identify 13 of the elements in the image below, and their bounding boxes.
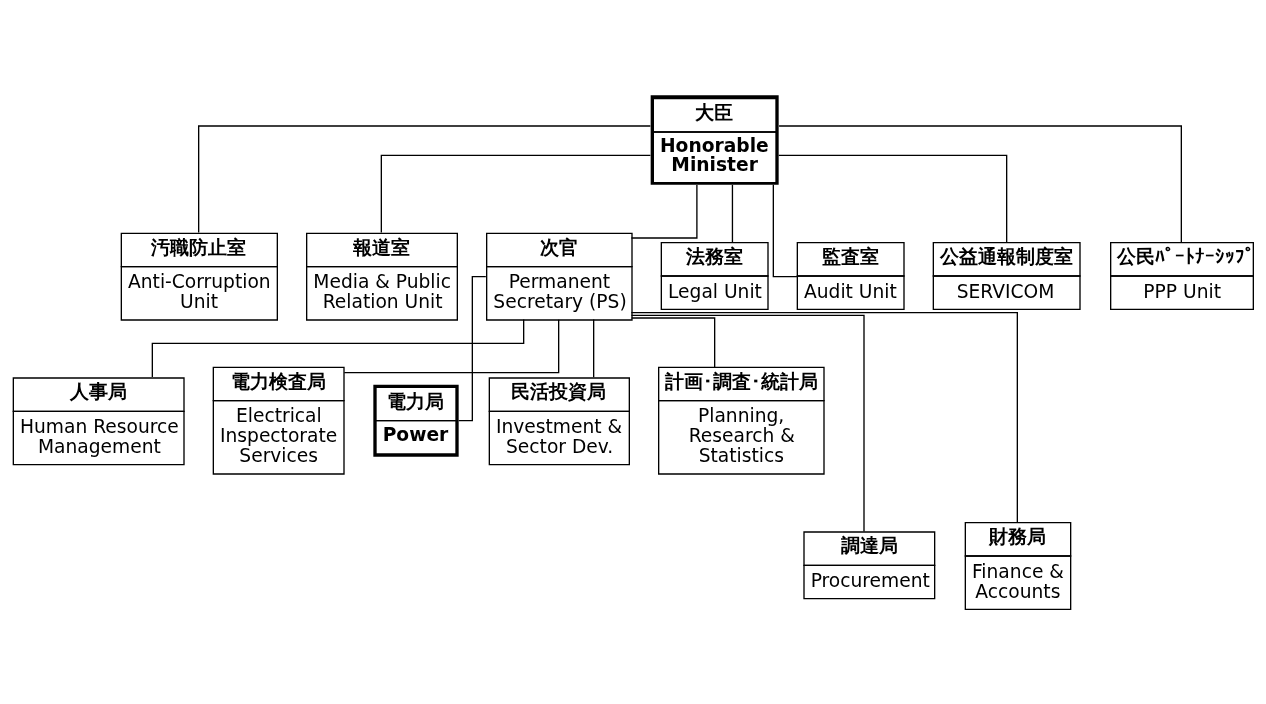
connector	[630, 184, 698, 239]
connector	[198, 125, 652, 234]
connector	[151, 318, 525, 378]
connector	[343, 319, 560, 374]
connector	[630, 317, 716, 368]
connector	[731, 184, 734, 243]
connector	[630, 312, 1018, 523]
connector	[778, 154, 1008, 244]
connector	[772, 184, 798, 278]
connector	[778, 125, 1182, 243]
connector	[630, 314, 865, 533]
connector	[380, 154, 652, 234]
connector	[593, 318, 595, 378]
